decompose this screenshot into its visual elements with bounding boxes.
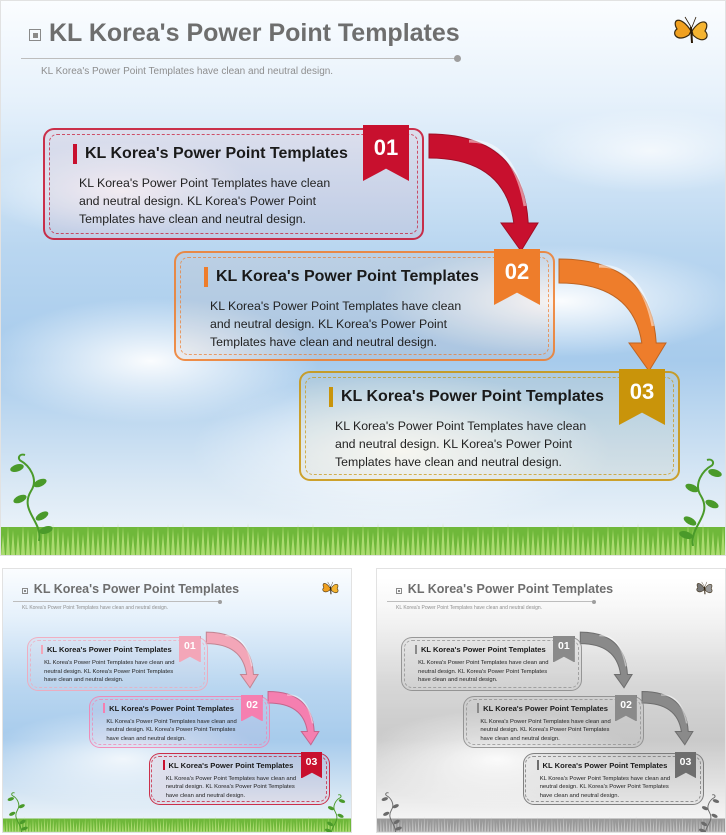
step-number-ribbon: 03 [674, 751, 697, 779]
step-body: KL Korea's Power Point Templates have cl… [210, 299, 462, 349]
step-box-inner-border [49, 134, 418, 234]
step-number-ribbon: 03 [300, 751, 323, 779]
heading-accent-bar [103, 703, 106, 713]
title-square-icon [22, 588, 29, 595]
step-body: KL Korea's Power Point Templates have cl… [539, 775, 671, 799]
step-box-2: KL Korea's Power Point Templates KL Korea… [89, 695, 271, 748]
title-square-icon [396, 588, 403, 595]
step-body: KL Korea's Power Point Templates have cl… [335, 419, 587, 469]
heading-accent-bar [162, 760, 165, 770]
slide-color-main: KL Korea's Power Point Templates KL Korea… [0, 0, 726, 556]
step-number-ribbon: 02 [241, 694, 264, 722]
step-number: 03 [679, 756, 692, 768]
step-box-1: KL Korea's Power Point Templates KL Korea… [400, 637, 582, 691]
step-number-ribbon: 01 [363, 125, 409, 181]
butterfly-icon [671, 13, 711, 51]
step-box-inner-border [180, 257, 549, 355]
slide-title: KL Korea's Power Point Templates [49, 19, 460, 47]
step-box-inner-border [305, 377, 674, 475]
heading-accent-bar [415, 644, 418, 655]
heading-accent-bar [477, 703, 480, 713]
title-underline-dot [218, 599, 223, 604]
step-heading: KL Korea's Power Point Templates [109, 703, 234, 713]
step-heading: KL Korea's Power Point Templates [483, 703, 608, 713]
step-number: 01 [558, 640, 570, 652]
step-box-2: KL Korea's Power Point Templates KL Korea… [174, 251, 555, 361]
heading-accent-bar [536, 760, 539, 770]
vine-icon [322, 793, 346, 832]
slide-title: KL Korea's Power Point Templates [33, 581, 240, 596]
vine-icon [696, 793, 720, 832]
step-box-inner-border [466, 698, 642, 746]
arrow-icon [641, 691, 694, 746]
step-number-ribbon: 02 [615, 694, 638, 722]
slide-subtitle: KL Korea's Power Point Templates have cl… [41, 66, 334, 77]
arrow-icon [428, 133, 539, 252]
step-body: KL Korea's Power Point Templates have cl… [165, 775, 297, 799]
slide-subtitle: KL Korea's Power Point Templates have cl… [396, 604, 543, 611]
step-number: 03 [305, 756, 318, 768]
step-box-inner-border [151, 755, 327, 803]
butterfly-icon [321, 580, 340, 598]
step-body: KL Korea's Power Point Templates have cl… [418, 660, 549, 684]
step-number: 01 [373, 135, 399, 160]
step-number-ribbon: 02 [494, 249, 540, 305]
grass-strip [3, 809, 351, 832]
step-heading: KL Korea's Power Point Templates [341, 388, 604, 405]
step-box-inner-border [29, 640, 206, 688]
step-box-3: KL Korea's Power Point Templates KL Korea… [522, 752, 704, 805]
step-number: 01 [184, 640, 196, 652]
step-box-inner-border [92, 698, 268, 746]
step-heading: KL Korea's Power Point Templates [46, 645, 172, 655]
step-box-inner-border [525, 755, 701, 803]
step-number-ribbon: 03 [619, 369, 665, 425]
step-box-3: KL Korea's Power Point Templates KL Korea… [299, 371, 680, 481]
heading-accent-bar [73, 144, 77, 164]
step-box-inner-border [403, 640, 580, 688]
step-heading: KL Korea's Power Point Templates [542, 760, 668, 770]
step-number: 02 [504, 259, 530, 284]
heading-accent-bar [204, 267, 208, 287]
step-heading: KL Korea's Power Point Templates [216, 268, 479, 285]
title-underline [12, 601, 220, 603]
slide-grayscale: KL Korea's Power Point Templates KL Korea… [376, 568, 726, 833]
butterfly-icon [695, 580, 714, 598]
vine-icon [9, 451, 59, 542]
arrow-icon [205, 631, 259, 689]
step-box-2: KL Korea's Power Point Templates KL Korea… [463, 695, 645, 748]
title-underline-dot [592, 599, 597, 604]
title-underline [21, 58, 456, 59]
slide-title: KL Korea's Power Point Templates [407, 581, 614, 596]
arrow-icon [267, 691, 320, 746]
vine-icon [673, 456, 723, 547]
vine-icon [7, 791, 31, 832]
step-box-3: KL Korea's Power Point Templates KL Korea… [148, 752, 330, 805]
step-heading: KL Korea's Power Point Templates [85, 145, 348, 162]
step-body: KL Korea's Power Point Templates have cl… [79, 176, 331, 226]
step-number: 02 [620, 699, 632, 711]
step-number: 02 [246, 699, 258, 711]
grass-strip [1, 507, 725, 555]
step-body: KL Korea's Power Point Templates have cl… [106, 718, 237, 742]
slide-pink-red: KL Korea's Power Point Templates KL Korea… [2, 568, 352, 833]
step-body: KL Korea's Power Point Templates have cl… [480, 718, 611, 742]
step-number-ribbon: 01 [178, 635, 201, 663]
step-heading: KL Korea's Power Point Templates [168, 760, 294, 770]
step-body: KL Korea's Power Point Templates have cl… [44, 660, 175, 684]
step-heading: KL Korea's Power Point Templates [420, 645, 546, 655]
step-number: 03 [629, 379, 655, 404]
title-underline [386, 601, 594, 603]
slide-subtitle: KL Korea's Power Point Templates have cl… [22, 604, 169, 611]
step-box-1: KL Korea's Power Point Templates KL Korea… [26, 637, 208, 691]
vine-icon [381, 791, 405, 832]
step-number-ribbon: 01 [552, 635, 575, 663]
step-box-1: KL Korea's Power Point Templates KL Korea… [43, 128, 424, 240]
title-underline-dot [454, 55, 461, 62]
heading-accent-bar [41, 644, 44, 655]
title-square-icon [29, 29, 42, 42]
grass-strip [377, 809, 725, 832]
heading-accent-bar [329, 387, 333, 407]
arrow-icon [579, 631, 633, 689]
